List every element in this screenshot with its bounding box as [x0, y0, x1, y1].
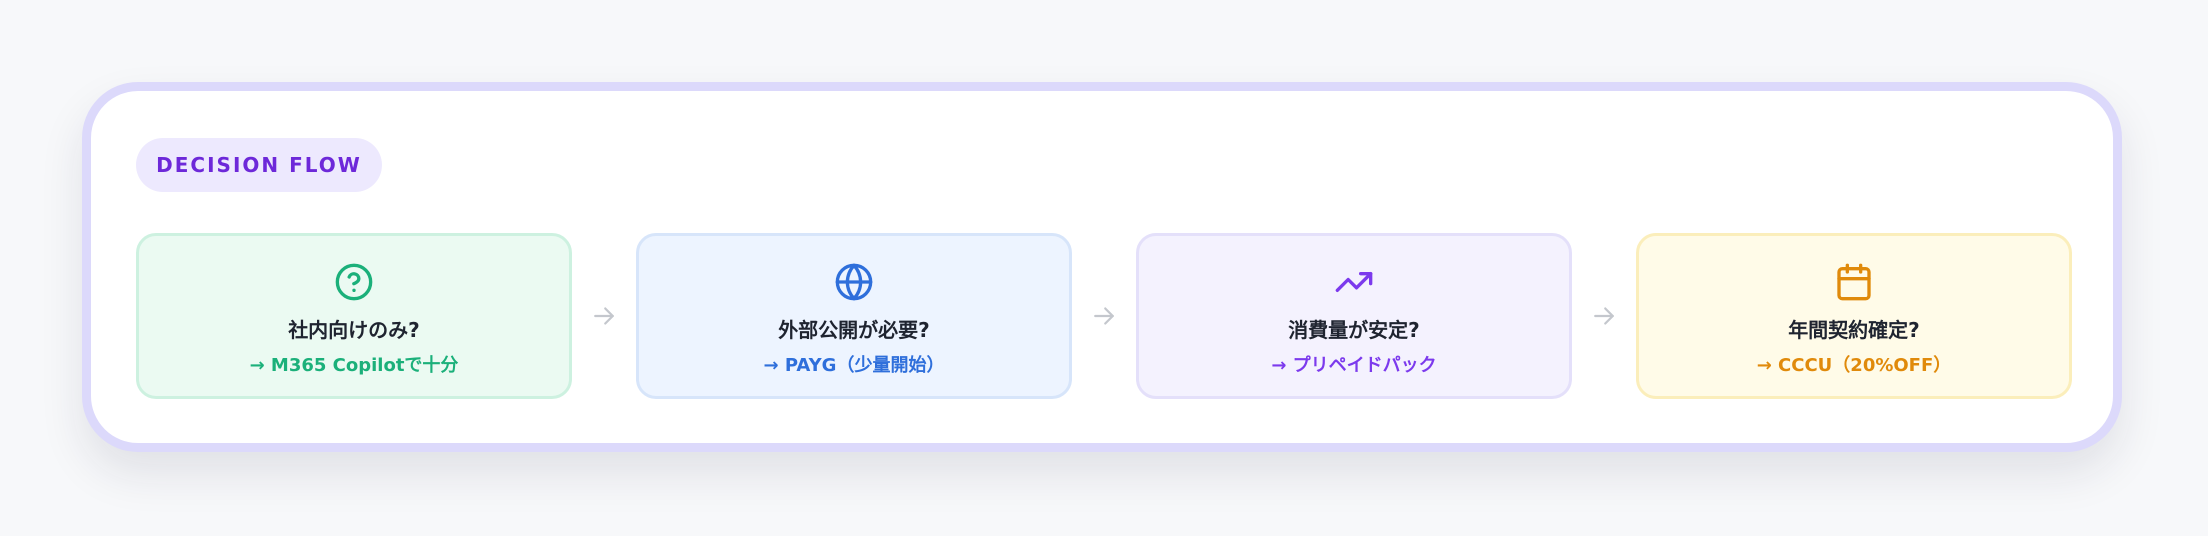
step-question: 消費量が安定? [1288, 318, 1420, 342]
step-card-external[interactable]: 外部公開が必要? → PAYG（少量開始） [636, 233, 1072, 399]
step-answer: → PAYG（少量開始） [763, 355, 945, 376]
step-question: 年間契約確定? [1788, 318, 1920, 342]
step-question: 外部公開が必要? [778, 318, 930, 342]
trending-up-icon [1335, 272, 1373, 292]
arrow-right-icon [1094, 307, 1114, 325]
step-answer: → プリペイドパック [1271, 355, 1437, 376]
step-answer: → M365 Copilotで十分 [249, 355, 459, 376]
step-card-internal[interactable]: 社内向けのみ? → M365 Copilotで十分 [136, 233, 572, 399]
step-card-usage-stable[interactable]: 消費量が安定? → プリペイドパック [1136, 233, 1572, 399]
decision-flow-badge: DECISION FLOW [136, 138, 382, 192]
arrow-right-icon [1594, 307, 1614, 325]
question-circle-icon [335, 263, 373, 301]
step-card-annual-contract[interactable]: 年間契約確定? → CCCU（20%OFF） [1636, 233, 2072, 399]
badge-label: DECISION FLOW [156, 153, 362, 177]
step-question: 社内向けのみ? [288, 318, 420, 342]
calendar-icon [1837, 263, 1871, 301]
step-answer: → CCCU（20%OFF） [1756, 355, 1952, 376]
arrow-right-icon [594, 307, 614, 325]
globe-icon [835, 263, 873, 301]
